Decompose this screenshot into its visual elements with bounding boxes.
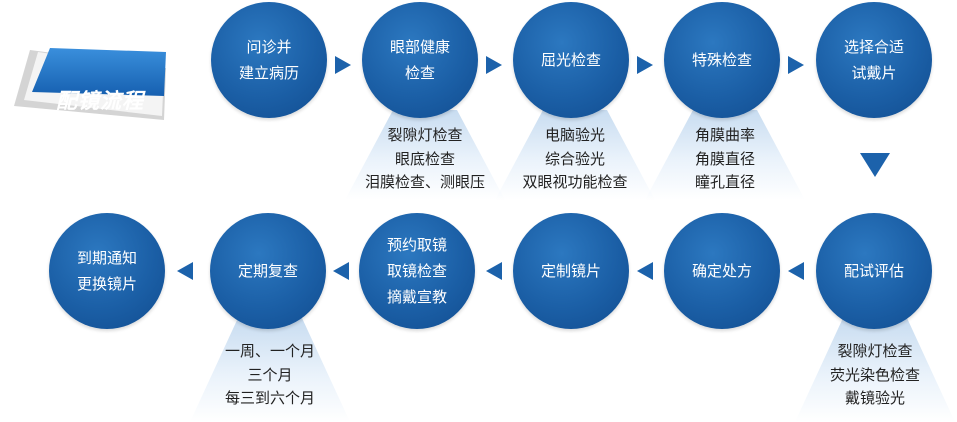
step-3-detail-2: 综合验光 [544, 149, 605, 168]
arrow-right-icon [788, 56, 804, 74]
arrow-left-icon [637, 262, 653, 280]
step-8-line-1: 定制镜片 [540, 262, 601, 280]
step-7-circle: 确定处方 [664, 213, 780, 329]
step-9-circle: 预约取镜 取镜检查 摘戴宣教 [359, 213, 475, 329]
step-2-line-1: 眼部健康 [389, 38, 450, 56]
step-6-circle: 配试评估 [816, 213, 932, 329]
step-10-circle: 定期复查 [210, 213, 326, 329]
step-10-details: 一周、一个月 三个月 每三到六个月 [190, 340, 350, 411]
step-10-line-1: 定期复查 [237, 262, 298, 280]
step-9-line-3: 摘戴宣教 [386, 288, 447, 306]
arrow-right-icon [335, 56, 351, 74]
step-6-detail-2: 荧光染色检查 [829, 365, 920, 384]
step-6-line-1: 配试评估 [843, 262, 904, 280]
arrow-left-icon [333, 262, 349, 280]
step-2-detail-1: 裂隙灯检查 [387, 126, 463, 144]
step-11-circle: 到期通知 更换镜片 [49, 213, 165, 329]
step-7-line-1: 确定处方 [691, 262, 752, 280]
step-11-line-1: 到期通知 [76, 249, 137, 267]
step-6-detail-1: 裂隙灯检查 [837, 342, 913, 360]
step-3-details: 电脑验光 综合验光 双眼视功能检查 [495, 124, 655, 195]
step-9-line-1: 预约取镜 [386, 236, 447, 254]
step-11-line-2: 更换镜片 [76, 275, 137, 293]
step-2-line-2: 检查 [404, 64, 435, 82]
arrow-down-icon [860, 153, 890, 177]
step-5-circle: 选择合适 试戴片 [816, 2, 932, 118]
step-10-detail-1: 一周、一个月 [224, 342, 315, 360]
step-4-detail-1: 角膜曲率 [694, 126, 755, 144]
step-4-detail-2: 角膜直径 [694, 149, 755, 168]
step-10-detail-3: 每三到六个月 [224, 389, 315, 407]
arrow-right-icon [637, 56, 653, 74]
step-3-line-1: 屈光检查 [540, 51, 601, 69]
step-4-line-1: 特殊检查 [691, 51, 752, 69]
title-badge: 配镜流程 [14, 30, 174, 120]
page-title: 配镜流程 [56, 89, 144, 113]
step-6-details: 裂隙灯检查 荧光染色检查 戴镜验光 [795, 340, 955, 411]
badge-shape [14, 48, 166, 120]
step-6-detail-3: 戴镜验光 [844, 389, 905, 407]
step-2-detail-3: 泪膜检查、测眼压 [364, 173, 485, 191]
step-3-detail-3: 双眼视功能检查 [522, 173, 628, 191]
step-1-circle: 问诊并 建立病历 [211, 2, 327, 118]
step-8-circle: 定制镜片 [513, 213, 629, 329]
step-5-line-2: 试戴片 [851, 64, 897, 82]
step-2-circle: 眼部健康 检查 [362, 2, 478, 118]
step-5-line-1: 选择合适 [843, 38, 904, 56]
step-1-line-2: 建立病历 [238, 64, 299, 82]
arrow-left-icon [486, 262, 502, 280]
step-4-circle: 特殊检查 [664, 2, 780, 118]
step-3-detail-1: 电脑验光 [544, 126, 605, 144]
step-4-detail-3: 瞳孔直径 [694, 173, 755, 191]
arrow-left-icon [177, 262, 193, 280]
step-1-line-1: 问诊并 [246, 38, 292, 56]
step-9-line-2: 取镜检查 [386, 262, 447, 280]
arrow-left-icon [788, 262, 804, 280]
step-2-details: 裂隙灯检查 眼底检查 泪膜检查、测眼压 [345, 124, 505, 195]
arrow-right-icon [486, 56, 502, 74]
step-3-circle: 屈光检查 [513, 2, 629, 118]
step-10-detail-2: 三个月 [247, 365, 293, 384]
step-2-detail-2: 眼底检查 [394, 149, 455, 168]
step-4-details: 角膜曲率 角膜直径 瞳孔直径 [645, 124, 805, 195]
